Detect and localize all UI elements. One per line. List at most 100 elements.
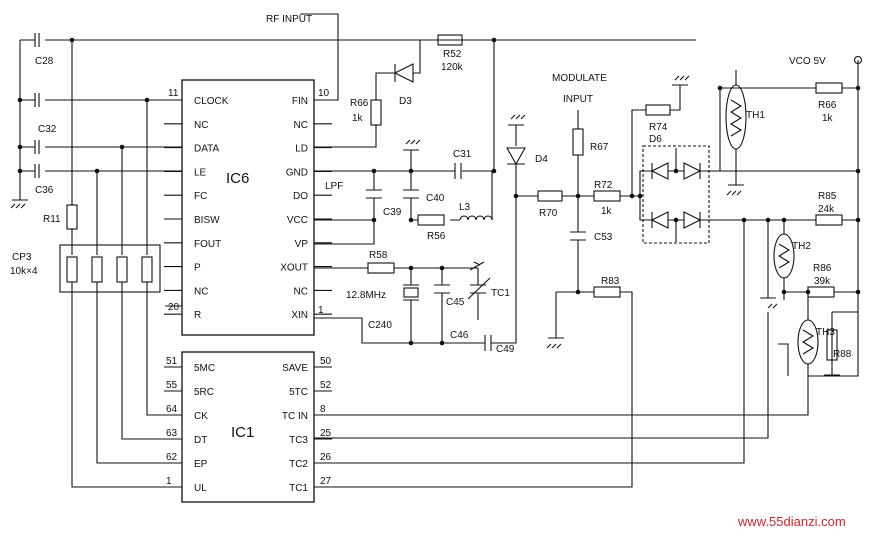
modulate-input-label: INPUT: [563, 94, 593, 105]
ic1-right-label-3: TC3: [289, 435, 308, 446]
ic1-right-num-3: 25: [320, 428, 332, 439]
crystal-label: 12.8MHz: [346, 290, 386, 301]
th1-label: TH1: [746, 110, 765, 121]
th2-label: TH2: [792, 241, 811, 252]
modulate-label: MODULATE: [552, 73, 607, 84]
ic1-left-label-5: UL: [194, 483, 207, 494]
ic6-left-label-5: BISW: [194, 215, 220, 226]
r72-label: R72: [594, 180, 613, 191]
th3-label: TH3: [816, 327, 835, 338]
c32-label: C32: [38, 124, 57, 135]
ic6-right-label-6: VP: [295, 239, 309, 250]
ic1-right-num-0: 50: [320, 356, 332, 367]
ic6-right-label-0: FIN: [292, 96, 308, 107]
ic1-left-num-2: 64: [166, 404, 178, 415]
ic6-left-label-1: NC: [194, 120, 208, 131]
ic6-left-label-4: FC: [194, 191, 207, 202]
c240-label: C240: [368, 320, 392, 331]
ic1-left-num-3: 63: [166, 428, 178, 439]
r85-label: R85: [818, 191, 837, 202]
c28-label: C28: [35, 56, 54, 67]
r72-value: 1k: [601, 206, 613, 217]
r70-label: R70: [539, 208, 558, 219]
d3-label: D3: [399, 96, 412, 107]
ic1-right-num-5: 27: [320, 476, 332, 487]
ic6-pin-1: 1: [318, 305, 324, 316]
r66b-value: 1k: [822, 113, 834, 124]
r56-label: R56: [427, 231, 446, 242]
r85-value: 24k: [818, 204, 835, 215]
ic1-left-label-3: DT: [194, 435, 207, 446]
ic1-right-label-1: 5TC: [289, 387, 308, 398]
ic1-left-num-1: 55: [166, 380, 178, 391]
ic1-label: IC1: [231, 424, 254, 441]
c39-label: C39: [383, 207, 402, 218]
ic6-left-label-7: P: [194, 263, 201, 274]
ic6-right-wiring: [300, 13, 517, 351]
ic6-right-label-5: VCC: [287, 215, 308, 226]
ic6-left-label-0: CLOCK: [194, 96, 229, 107]
c36-label: C36: [35, 185, 54, 196]
ic6-right-label-8: NC: [294, 286, 308, 297]
modulation-wiring: [314, 110, 640, 488]
r11-label: R11: [43, 214, 61, 225]
ic1-body: [181, 351, 315, 503]
watermark: www.55dianzi.com: [737, 514, 846, 529]
ic1-right-label-4: TC2: [289, 459, 308, 470]
r74-label: R74: [649, 122, 668, 133]
ic6-right-label-2: LD: [295, 144, 308, 155]
ic1-right-label-2: TC IN: [282, 411, 308, 422]
d6-varactor-section: [314, 39, 863, 464]
ic1-left-num-4: 62: [166, 452, 178, 463]
r52-value: 120k: [441, 62, 464, 73]
ic1-left-label-2: CK: [194, 411, 208, 422]
lpf-label: LPF: [325, 181, 343, 192]
cp3-label: CP3: [12, 252, 32, 263]
c53-label: C53: [594, 232, 613, 243]
ic6-right-label-1: NC: [294, 120, 308, 131]
ic6-left-label-8: NC: [194, 286, 208, 297]
ic1-right-label-5: TC1: [289, 483, 308, 494]
ic1-left-label-4: EP: [194, 459, 208, 470]
c31-label: C31: [453, 149, 472, 160]
ic1-left-num-5: 1: [166, 476, 172, 487]
ic6-left-label-3: LE: [194, 167, 207, 178]
r86-value: 39k: [814, 276, 831, 287]
ic1-left-label-1: 5RC: [194, 387, 214, 398]
ic6-left-label-9: R: [194, 310, 201, 321]
ic6-body: [181, 79, 315, 336]
r66b-label: R66: [818, 100, 837, 111]
ic1-right-num-2: 8: [320, 404, 326, 415]
ic6-right-label-7: XOUT: [280, 263, 308, 274]
ic6-left-label-6: FOUT: [194, 239, 221, 250]
ic6-pin-10: 10: [318, 88, 330, 99]
d6-label: D6: [649, 134, 662, 145]
ic6-right-label-3: GND: [286, 167, 308, 178]
ic1-right-label-0: SAVE: [282, 363, 308, 374]
ic1-right-num-4: 26: [320, 452, 332, 463]
r86-label: R86: [813, 263, 832, 274]
tc1-label: TC1: [491, 288, 510, 299]
ic1-left-num-0: 51: [166, 356, 178, 367]
cp3-value: 10k×4: [10, 266, 38, 277]
r88-label: R88: [833, 349, 852, 360]
ic6-label: IC6: [226, 170, 249, 187]
ic6-left-label-2: DATA: [194, 144, 220, 155]
r83-label: R83: [601, 276, 620, 287]
ic6-right-label-4: DO: [293, 191, 308, 202]
rf-input-label: RF INPUT: [266, 14, 312, 25]
l3-label: L3: [459, 202, 471, 213]
c46-label: C46: [450, 330, 469, 341]
ic6-right-label-9: XIN: [291, 310, 308, 321]
ic6-pin-11: 11: [168, 88, 179, 99]
r52-label: R52: [443, 49, 462, 60]
ic1-right-num-1: 52: [320, 380, 332, 391]
vco-label: VCO 5V: [789, 56, 826, 67]
ic1-left-label-0: 5MC: [194, 363, 215, 374]
ic6-pin-20: 20: [168, 302, 180, 313]
r66a-value: 1k: [352, 113, 364, 124]
